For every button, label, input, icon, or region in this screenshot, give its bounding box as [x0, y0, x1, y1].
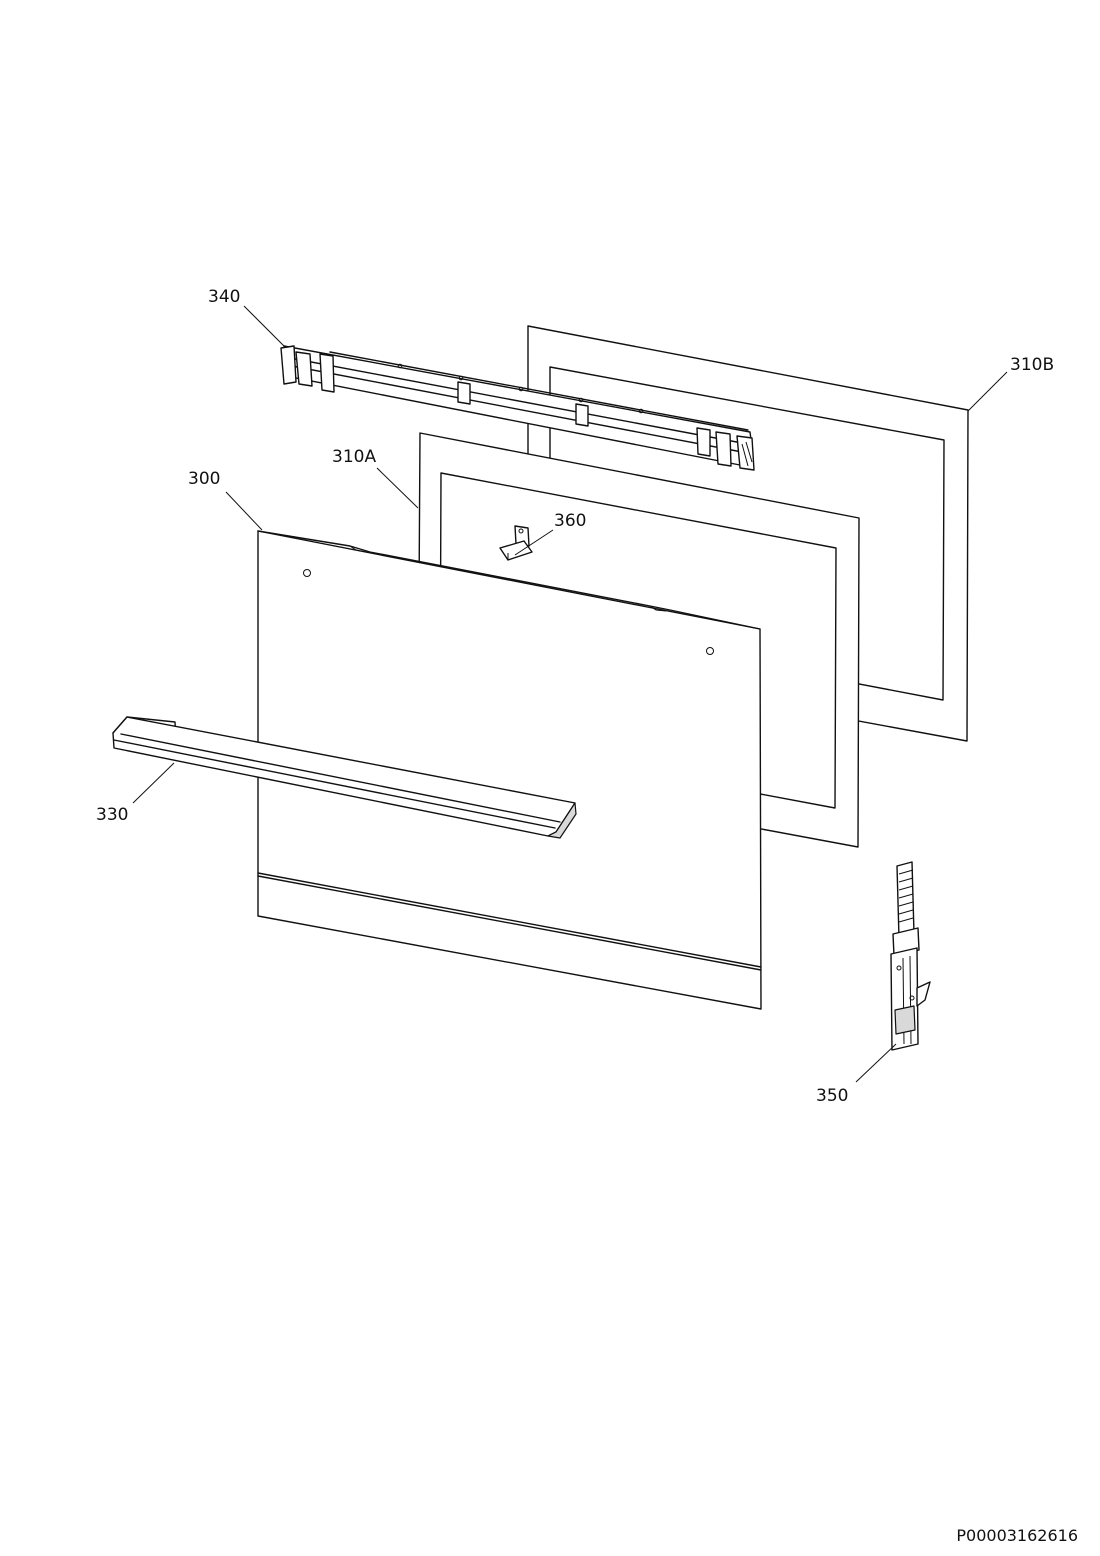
- top-profile-bar-340: [280, 345, 755, 471]
- label-360: 360: [554, 511, 586, 531]
- part-labels: 340 310B 310A 300 360 330 350: [96, 287, 1054, 1106]
- label-310b: 310B: [1010, 355, 1054, 375]
- outer-door-glass-300: [257, 530, 762, 1010]
- leader-lines: [132, 305, 1008, 1083]
- door-handle-330: [112, 716, 577, 839]
- hinge-350: [890, 861, 931, 1051]
- document-number: P00003162616: [956, 1526, 1078, 1545]
- label-330: 330: [96, 805, 128, 825]
- label-310a: 310A: [332, 447, 376, 467]
- clip-360: [499, 525, 533, 561]
- label-340: 340: [208, 287, 240, 307]
- label-300: 300: [188, 469, 220, 489]
- label-350: 350: [816, 1086, 848, 1106]
